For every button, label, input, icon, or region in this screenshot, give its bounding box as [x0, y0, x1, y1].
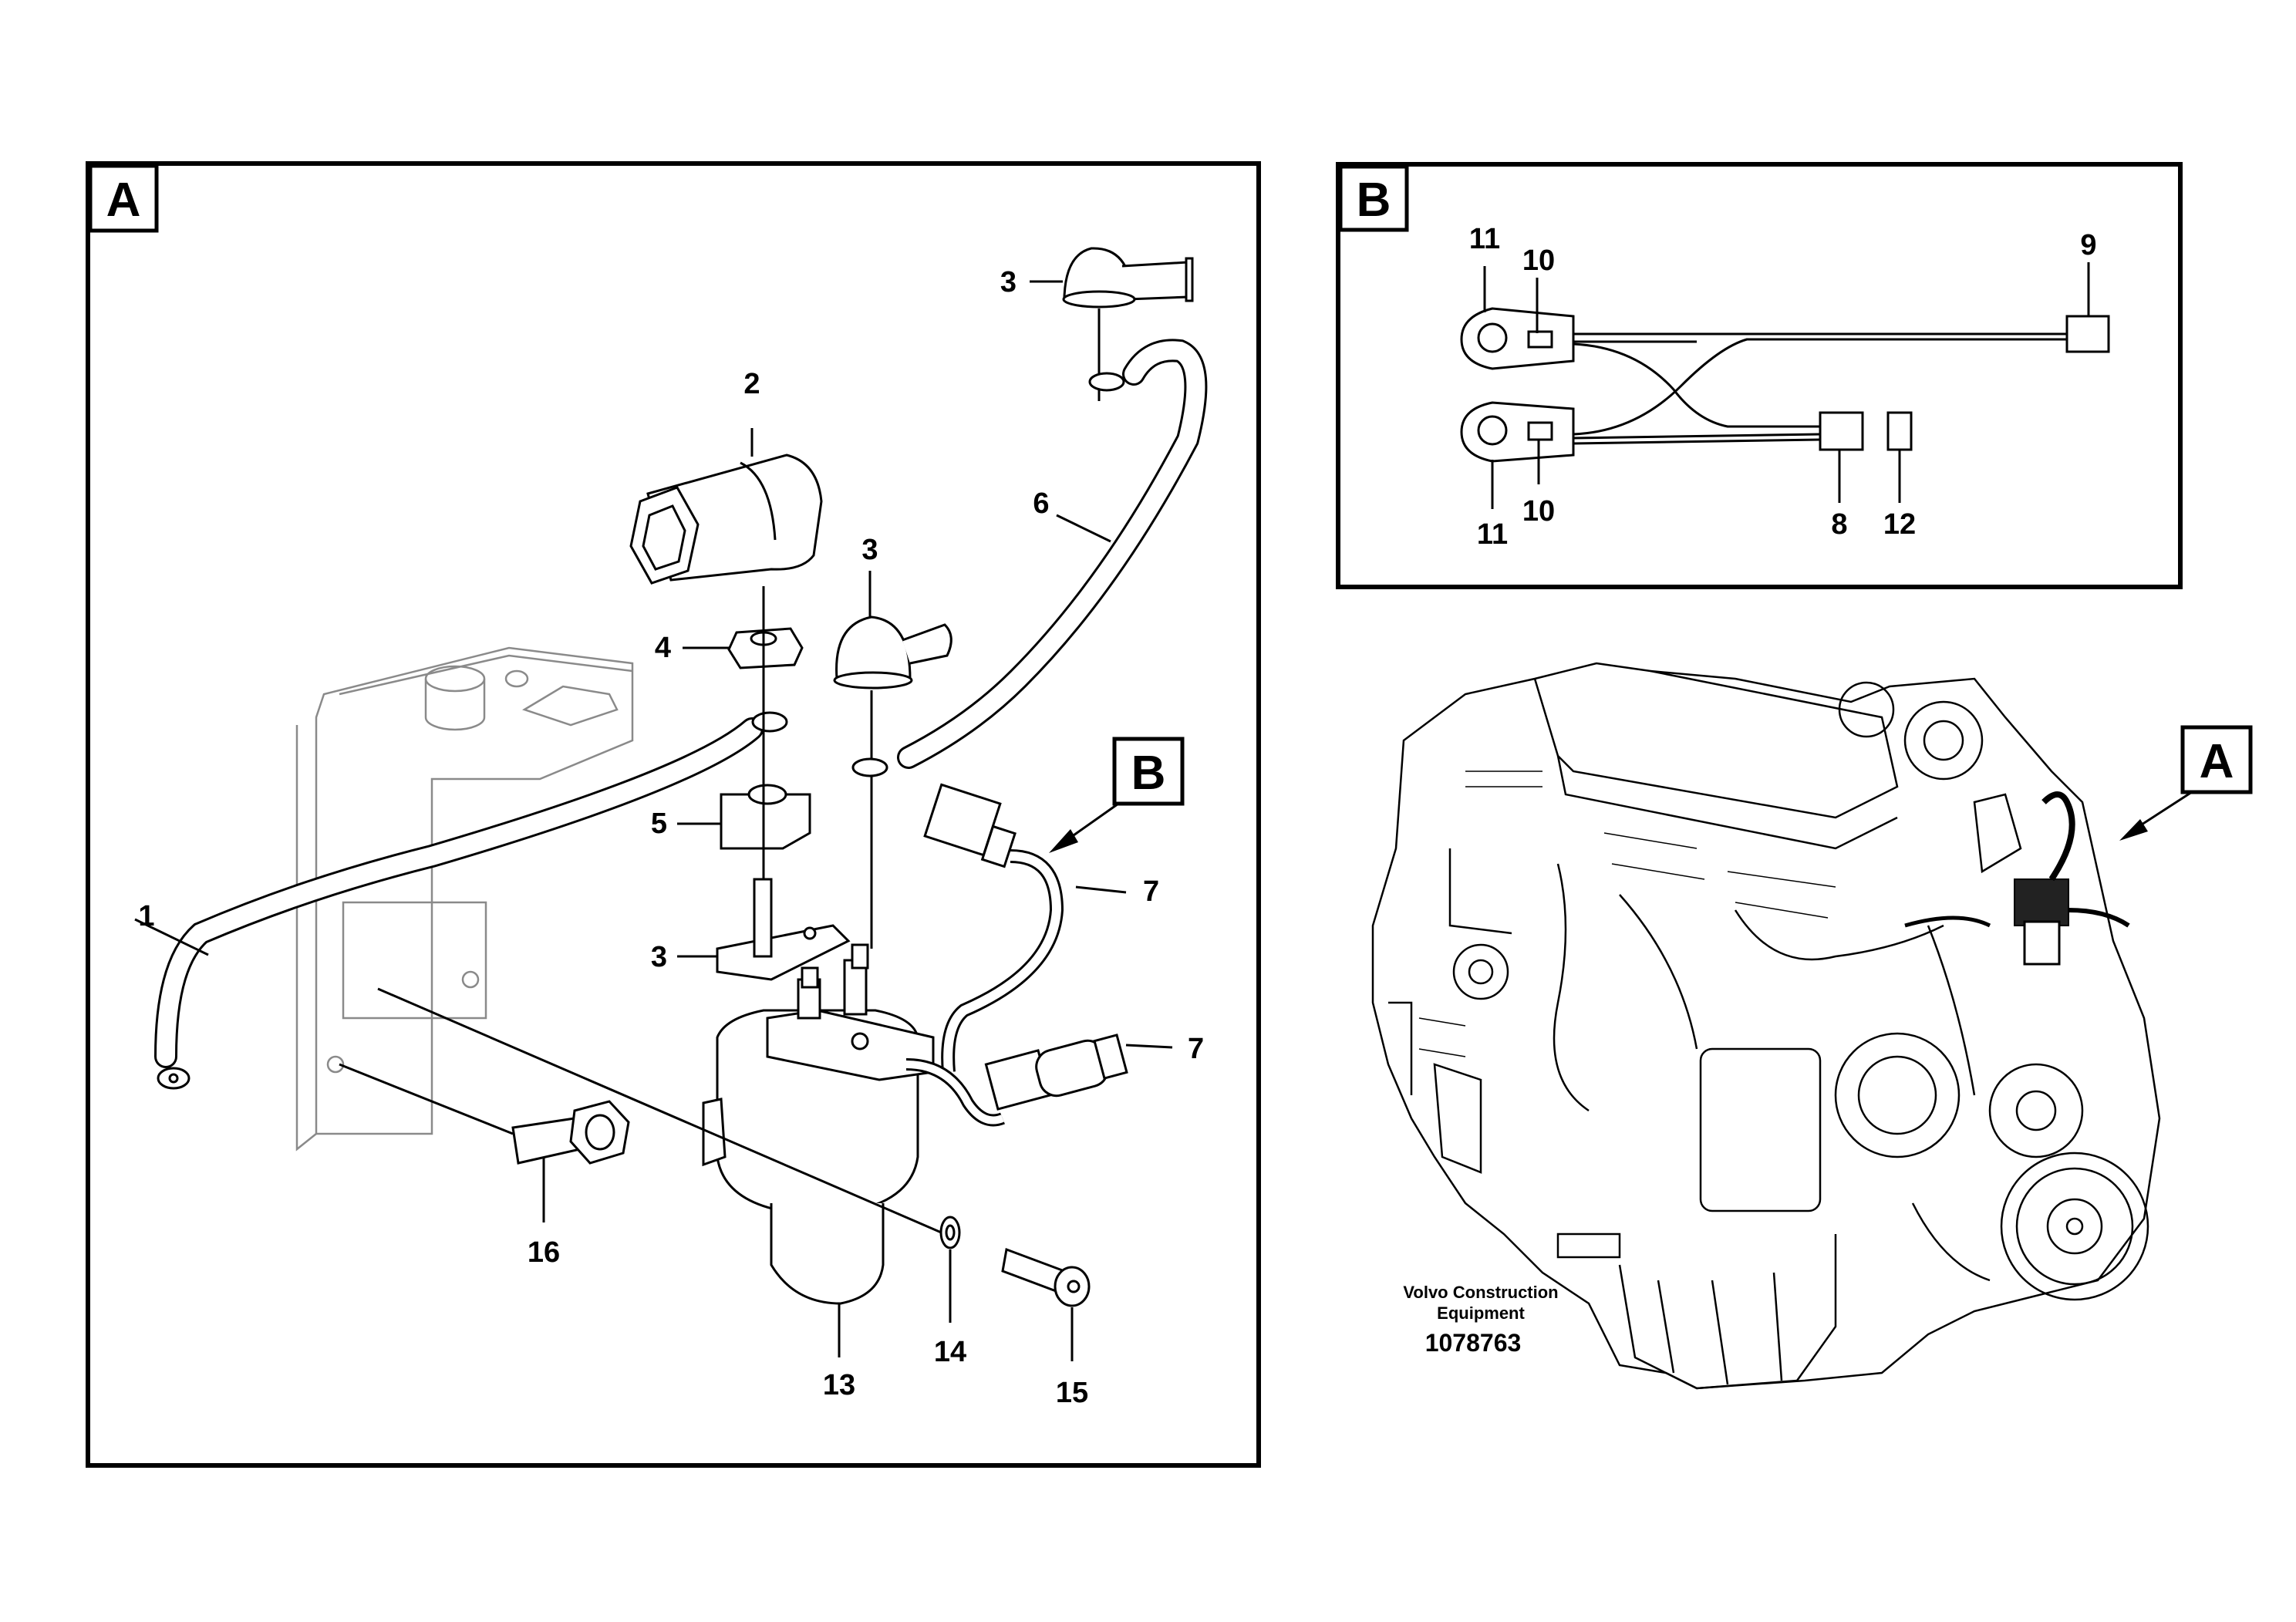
label-7-lower: 7 [1188, 1033, 1204, 1065]
label-15: 15 [1056, 1377, 1088, 1409]
panel-b-tag: B [1357, 174, 1391, 227]
label-5: 5 [651, 808, 667, 840]
ring-terminal-bottom [1460, 401, 1575, 463]
cable-part-1 [154, 711, 788, 1090]
screw-part-15 [1001, 1247, 1091, 1307]
label-4: 4 [655, 632, 671, 664]
caption-line-2: Equipment [1437, 1303, 1525, 1323]
callout-a: A [2200, 735, 2234, 788]
label-3-lower: 3 [651, 941, 667, 973]
relay-part-13 [702, 943, 935, 1305]
label-11-bottom: 11 [1477, 518, 1508, 551]
connector-harness-part-7-upper [923, 783, 1064, 1073]
label-12: 12 [1883, 508, 1916, 541]
label-2: 2 [743, 368, 760, 400]
panel-a-tag: A [106, 174, 141, 227]
label-13: 13 [823, 1369, 855, 1401]
caption-line-1: Volvo Construction [1403, 1283, 1558, 1302]
label-11-top: 11 [1469, 223, 1500, 255]
terminal-cap-part-3-top [1062, 247, 1194, 309]
label-3-middle: 3 [861, 534, 878, 566]
component-9 [2065, 315, 2110, 353]
ring-terminal-top [1460, 307, 1575, 370]
label-8: 8 [1831, 508, 1847, 541]
component-8 [1819, 411, 1864, 451]
terminal-cap-part-3 [833, 615, 952, 690]
label-16: 16 [528, 1236, 560, 1269]
panel-b: B [1336, 162, 2183, 589]
bolt-part-16 [511, 1100, 630, 1165]
nut-part-4 [727, 627, 804, 669]
caption-number: 1078763 [1425, 1329, 1522, 1357]
panel-a: A 1 [86, 161, 1261, 1468]
wiring [1573, 332, 2067, 445]
label-1: 1 [138, 900, 154, 932]
label-7-upper: 7 [1143, 875, 1159, 908]
engine-overview: A Volvo Construction Equipment 1078763 [1371, 662, 2253, 1390]
connector-harness-part-7-lower [905, 1034, 1128, 1127]
label-9: 9 [2080, 229, 2096, 261]
label-14: 14 [934, 1336, 966, 1368]
washer-part-14 [939, 1216, 961, 1249]
mounting-bracket-ghost [295, 646, 634, 1152]
label-10-bottom: 10 [1522, 495, 1555, 528]
label-6: 6 [1033, 487, 1049, 520]
cable-part-6 [851, 339, 1208, 777]
callout-b: B [1131, 747, 1166, 800]
label-10-top: 10 [1522, 244, 1555, 277]
stud-bracket-part-3 [716, 878, 851, 981]
elbow-cover-part-2 [629, 454, 823, 585]
insulator-block-part-5 [720, 784, 811, 850]
component-12 [1886, 411, 1913, 451]
label-3-top: 3 [1000, 266, 1017, 298]
